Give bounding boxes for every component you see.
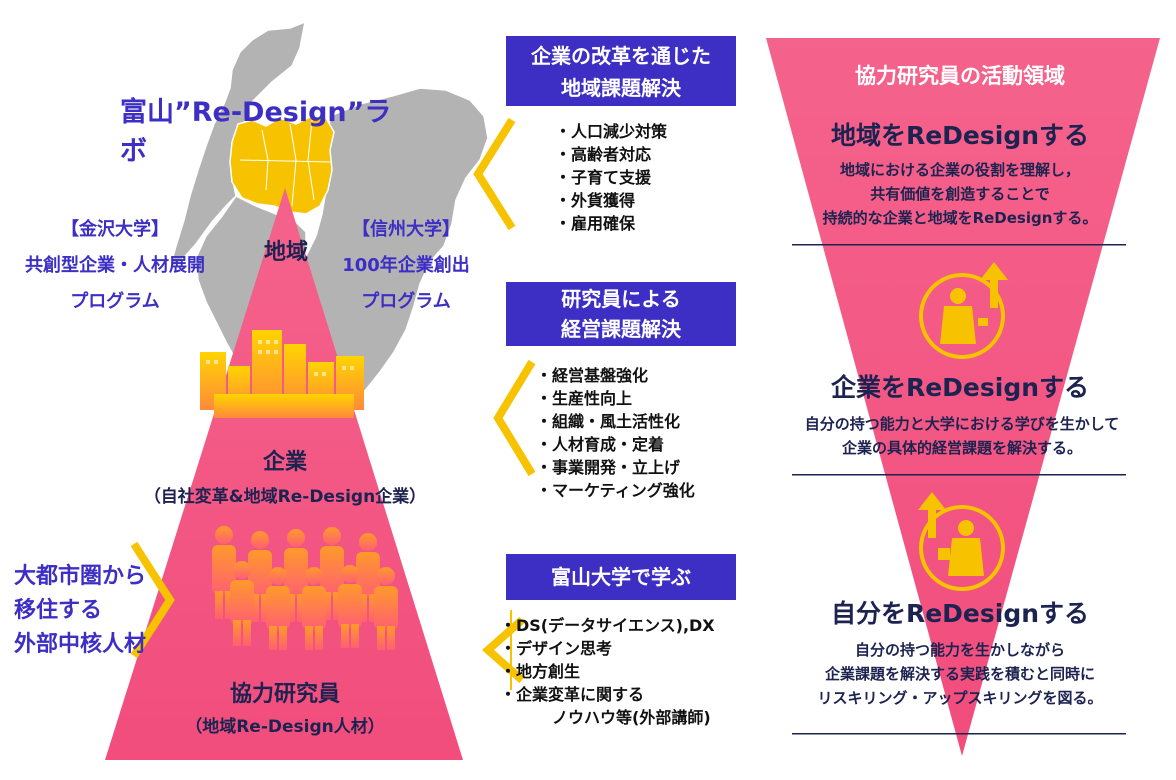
section1-line: 持続的な企業と地域をReDesignする。 [822, 209, 1098, 227]
list-item: ・企業変革に関する [500, 685, 645, 704]
list-item: ・高齢者対応 [555, 145, 652, 164]
shinshu-block: 【信州大学】 100年企業創出 プログラム [318, 212, 494, 320]
section2-line: 企業の具体的経営課題を解決する。 [841, 439, 1082, 457]
list-item: ・デザイン思考 [500, 639, 613, 658]
box2-title2: 経営課題解決 [561, 317, 681, 341]
section2-title: 企業をReDesignする [830, 373, 1090, 402]
region-label: 地域 [263, 240, 308, 265]
section3-title: 自分をReDesignする [830, 599, 1090, 628]
list-item: ・マーケティング強化 [536, 481, 695, 500]
right-header: 協力研究員の活動領域 [855, 64, 1065, 88]
box1-title2: 地域課題解決 [561, 76, 681, 100]
kanazawa-name: 【金沢大学】 [61, 219, 169, 240]
company-label: 企業 [262, 450, 307, 475]
toyama-map [229, 115, 335, 215]
box2-header: 研究員による 経営課題解決 [506, 282, 736, 346]
person-growth-icon [919, 262, 1008, 359]
shinshu-line2: プログラム [361, 291, 451, 312]
box2-list: ・経営基盤強化 ・生産性向上 ・組織・風土活性化 ・人材育成・定着 ・事業開発・… [536, 364, 736, 502]
list-item: ノウハウ等(外部講師) [552, 708, 711, 727]
list-item: ・人口減少対策 [555, 122, 668, 141]
list-item: ・生産性向上 [536, 389, 633, 408]
researcher-sub-label: （地域Re-Design人材） [185, 717, 385, 737]
box2-title1: 研究員による [561, 287, 681, 311]
box1-header: 企業の改革を通じた 地域課題解決 [506, 36, 736, 106]
list-item: ・事業開発・立上げ [536, 458, 681, 477]
box3-header: 富山大学で学ぶ [506, 554, 736, 600]
chevron-left-icon [493, 359, 536, 477]
list-item: ・地方創生 [500, 662, 581, 681]
migrants-block: 大都市圏から 移住する 外部中核人材 [14, 560, 184, 662]
company-sub-label: （自社変革&地域Re-Design企業） [143, 487, 427, 507]
list-item: ・組織・風土活性化 [536, 412, 681, 431]
people-silhouettes-icon [212, 526, 398, 650]
list-item: ・人材育成・定着 [536, 435, 665, 454]
list-item: ・経営基盤強化 [536, 366, 649, 385]
box3-list: ・DS(データサイエンス),DX ・デザイン思考 ・地方創生 ・企業変革に関する… [500, 614, 760, 729]
kanazawa-block: 【金沢大学】 共創型企業・人材展開 プログラム [8, 212, 222, 320]
list-item: ・外貨獲得 [555, 191, 636, 210]
right-funnel [766, 38, 1160, 756]
section2-line: 自分の持つ能力と大学における学びを生かして [804, 415, 1120, 433]
section1-text: 地域における企業の役割を理解し， 共有価値を創造することで 持続的な企業と地域を… [770, 158, 1150, 230]
shinshu-line1: 100年企業創出 [342, 255, 470, 276]
section3-text: 自分の持つ能力を生かしながら 企業課題を解決する実践を積むと同時に リスキリング… [770, 638, 1150, 710]
section1-line: 地域における企業の役割を理解し， [839, 161, 1080, 179]
box1-title1: 企業の改革を通じた [531, 44, 711, 68]
list-item: ・DS(データサイエンス),DX [500, 616, 715, 635]
kanazawa-line1: 共創型企業・人材展開 [25, 255, 205, 276]
list-item: ・雇用確保 [555, 214, 636, 233]
box1-list: ・人口減少対策 ・高齢者対応 ・子育て支援 ・外貨獲得 ・雇用確保 [555, 120, 735, 235]
kanazawa-line2: プログラム [70, 291, 160, 312]
migrants-line3: 外部中核人材 [14, 632, 147, 657]
section3-line: 自分の持つ能力を生かしながら [854, 641, 1065, 659]
migrants-line2: 移住する [14, 598, 103, 623]
chevron-left-icon [473, 117, 516, 231]
list-item: ・子育て支援 [555, 168, 652, 187]
section3-line: リスキリング・アップスキリングを図る。 [817, 689, 1103, 707]
section1-line: 共有価値を創造することで [870, 185, 1050, 203]
chevron-right-icon [130, 541, 175, 659]
section3-line: 企業課題を解決する実践を積むと同時に [824, 665, 1095, 683]
section2-text: 自分の持つ能力と大学における学びを生かして 企業の具体的経営課題を解決する。 [756, 412, 1168, 460]
person-growth-icon [918, 492, 1005, 591]
section1-title: 地域をReDesignする [830, 121, 1090, 150]
researcher-label: 協力研究員 [229, 682, 340, 707]
migrants-line1: 大都市圏から [14, 564, 147, 589]
lab-title: 富山”Re-Design”ラボ [120, 97, 392, 167]
nagano-map [291, 87, 489, 411]
shinshu-name: 【信州大学】 [352, 219, 460, 240]
